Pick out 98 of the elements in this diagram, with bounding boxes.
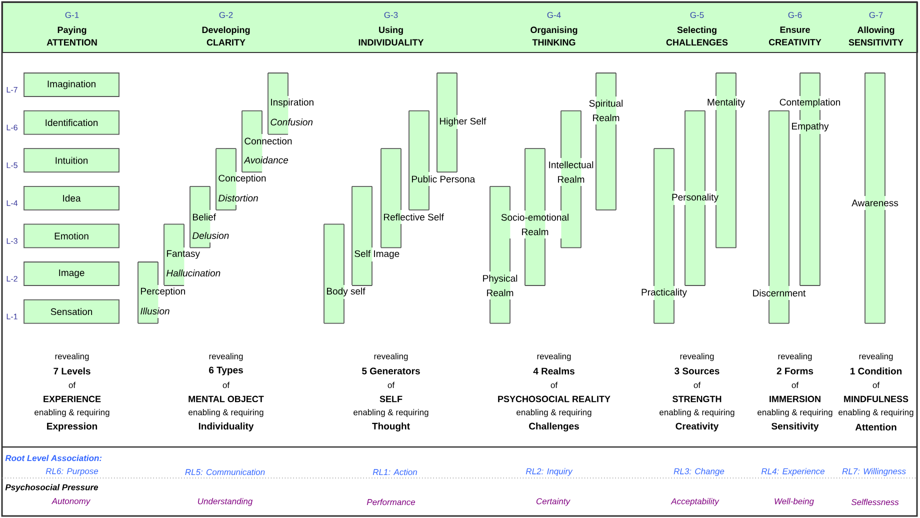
summary-text: revealing: [209, 353, 243, 361]
association-text: RL2: Inquiry: [526, 468, 573, 476]
level-box: Identification: [24, 110, 120, 135]
column-number: G-4: [547, 12, 561, 18]
column-number: G-1: [65, 12, 79, 18]
summary-text: of: [550, 382, 558, 388]
summary-text: 2 Forms: [776, 368, 814, 374]
association-text: RL5: Communication: [185, 468, 265, 476]
summary-text: 6 Types: [209, 366, 243, 376]
summary-text: Sensitivity: [772, 422, 819, 432]
level-box: Emotion: [24, 224, 120, 248]
summary-text: MINDFULNESS: [844, 396, 908, 402]
summary-text: Expression: [47, 422, 98, 432]
pressure-text: Selflessness: [851, 498, 899, 506]
summary-text: enabling & requiring: [188, 409, 264, 417]
column-number: G-7: [869, 12, 883, 18]
summary-text: enabling & requiring: [660, 409, 734, 417]
summary-text: revealing: [55, 353, 89, 361]
association-text: RL4: Experience: [761, 468, 824, 476]
section-heading: Psychosocial Pressure: [5, 484, 98, 492]
level-box: Intuition: [24, 148, 120, 173]
association-text: RL1: Action: [372, 468, 417, 476]
section-heading: Root Level Association:: [5, 454, 102, 462]
level-bar: Inspiration Confusion: [268, 72, 314, 135]
summary-text: of: [792, 382, 799, 388]
node-label: Body self: [326, 288, 366, 296]
summary-text: revealing: [680, 353, 714, 361]
summary-text: Individuality: [198, 422, 254, 432]
column-number: G-2: [219, 12, 233, 18]
column-number: G-5: [690, 12, 704, 18]
summary-text: EXPERIENCE: [44, 396, 101, 402]
summary-text: revealing: [374, 353, 408, 361]
summary-text: revealing: [778, 353, 812, 361]
summary-text: Thought: [372, 422, 410, 432]
pressure-text: Certainty: [536, 498, 570, 506]
summary-text: 3 Sources: [674, 368, 720, 374]
level-box: Idea: [24, 186, 120, 210]
summary-text: of: [68, 382, 76, 388]
pressure-text: Autonomy: [51, 498, 91, 506]
summary-text: SELF: [380, 396, 402, 402]
level-label: L-1: [6, 314, 18, 320]
summary-text: 5 Generators: [362, 368, 420, 374]
summary-text: 7 Levels: [54, 368, 90, 374]
level-box: Image: [24, 262, 120, 286]
summary-text: Challenges: [529, 422, 579, 432]
column-title: Ensure CREATIVITY: [768, 26, 822, 46]
summary-text: revealing: [859, 353, 893, 361]
summary-text: Attention: [855, 424, 896, 430]
level-label: L-7: [6, 87, 18, 92]
column-title: Using INDIVIDUALITY: [358, 26, 424, 46]
column-title: Selecting CHALLENGES: [666, 26, 728, 46]
pressure-text: Well-being: [774, 498, 814, 506]
summary-text: 4 Realms: [533, 368, 574, 374]
node-label: Practicality: [642, 288, 687, 298]
level-bar: Contemplation Empathy: [780, 72, 840, 286]
level-bar: Higher Self: [436, 72, 486, 173]
summary-text: of: [872, 382, 880, 388]
node-label: Socio-emotional Realm: [501, 214, 568, 236]
column-title: Developing CLARITY: [202, 26, 250, 46]
pressure-text: Performance: [366, 498, 415, 506]
level-bar: Personality: [672, 110, 718, 286]
column-title: Paying ATTENTION: [46, 26, 97, 46]
level-bar: Awareness: [852, 72, 898, 324]
summary-text: enabling & requiring: [758, 409, 832, 417]
node-label: Empathy: [792, 122, 829, 132]
summary-text: of: [222, 382, 230, 388]
level-label: L-5: [6, 162, 18, 168]
summary-text: enabling & requiring: [516, 409, 592, 417]
summary-text: MENTAL OBJECT: [188, 396, 264, 402]
level-box: Imagination: [24, 72, 120, 97]
summary-text: of: [694, 382, 701, 388]
pressure-text: Understanding: [198, 498, 253, 506]
summary-text: 1 Condition: [850, 368, 902, 374]
summary-text: PSYCHOSOCIAL REALITY: [498, 396, 610, 402]
summary-text: IMMERSION: [770, 396, 820, 402]
node-label: Personality: [672, 194, 718, 202]
association-text: RL6: Purpose: [46, 468, 98, 476]
level-label: L-2: [6, 276, 18, 282]
column-title: Organising THINKING: [530, 26, 578, 46]
level-box: Sensation: [24, 299, 120, 324]
level-label: L-3: [6, 238, 18, 244]
summary-text: of: [388, 382, 395, 388]
level-label: L-6: [6, 124, 18, 130]
summary-text: Creativity: [676, 422, 719, 432]
association-text: RL7: Willingness: [842, 468, 906, 476]
node-label: Discernment: [753, 290, 806, 296]
summary-text: revealing: [537, 353, 571, 361]
summary-text: enabling & requiring: [354, 409, 428, 417]
summary-text: STRENGTH: [672, 396, 722, 402]
summary-text: enabling & requiring: [838, 409, 914, 417]
level-label: L-4: [6, 200, 18, 206]
column-title: Allowing SENSITIVITY: [848, 26, 904, 46]
column-number: G-3: [384, 12, 398, 18]
association-text: RL3: Change: [674, 468, 724, 476]
summary-text: enabling & requiring: [34, 409, 110, 417]
column-number: G-6: [788, 12, 802, 18]
pressure-text: Acceptability: [670, 498, 720, 506]
node-label: Contemplation: [780, 98, 840, 108]
